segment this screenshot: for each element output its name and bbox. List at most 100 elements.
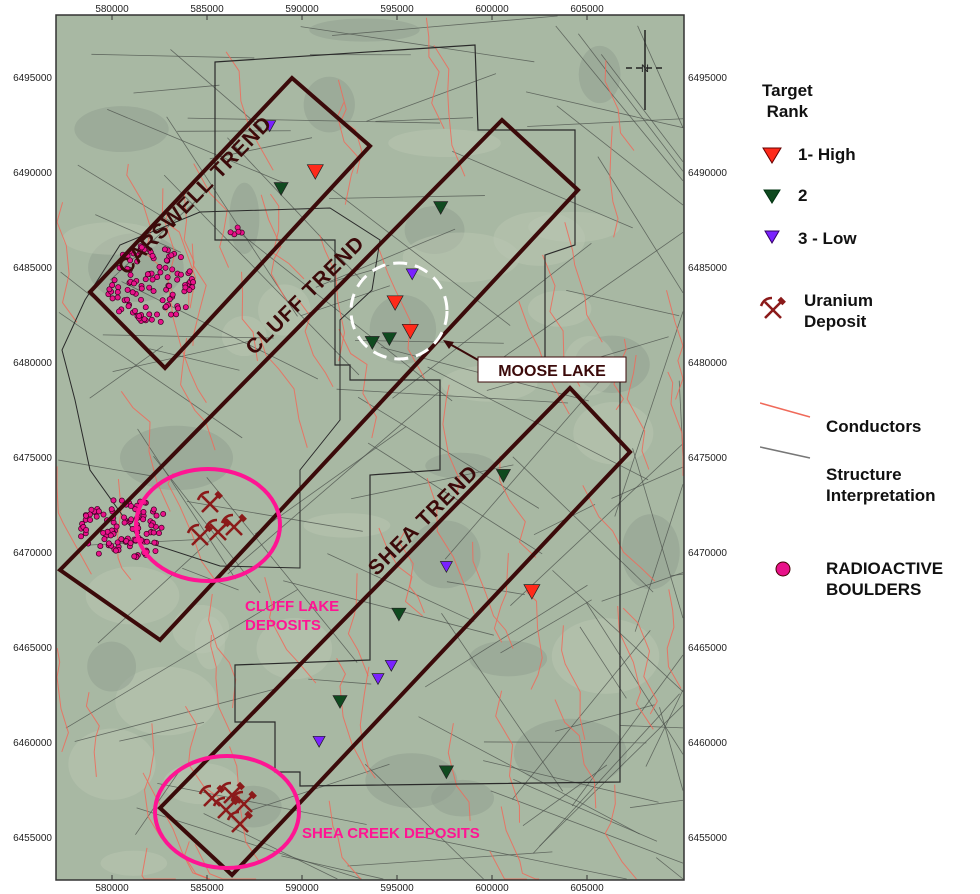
boulder-point [159, 297, 166, 304]
boulder-point [148, 316, 155, 323]
terrain-patch [87, 641, 137, 692]
boulder-point [164, 274, 171, 281]
boulder-point [141, 316, 148, 323]
structure-line [107, 109, 286, 184]
target-rank-3-marker [371, 673, 385, 686]
conductor-line [347, 573, 369, 677]
x-tick-label-top: 605000 [570, 4, 604, 15]
conductor-line [264, 577, 317, 684]
structure-line [58, 459, 152, 477]
conductor-line [378, 527, 423, 617]
conductor-line [126, 163, 161, 267]
conductor-line [426, 477, 475, 615]
shea-deposits-ring [153, 754, 301, 870]
structure-line [367, 442, 543, 555]
pointer-arrowhead-icon [443, 340, 454, 349]
boulder-point [138, 285, 145, 292]
carswell-outline [61, 207, 381, 569]
axis-ticks: 5800005800005850005850005900005900005950… [13, 4, 727, 894]
conductor-line [617, 605, 654, 730]
x-tick-label-top: 595000 [380, 4, 414, 15]
y-tick-label-right: 6485000 [688, 263, 727, 274]
structure-line [500, 599, 592, 654]
legend-structure: Structure Interpretation [826, 465, 936, 505]
structure-line [65, 589, 298, 729]
boulder-point [162, 264, 169, 271]
structure-line [527, 118, 684, 127]
structure-line [579, 626, 627, 699]
boulder-point [144, 271, 151, 278]
moose-lake-ring [349, 261, 449, 361]
boulder-point [107, 532, 114, 539]
structure-line [149, 348, 240, 371]
legend-title: Target Rank [762, 81, 813, 121]
conductor-line [626, 355, 650, 470]
boulder-point [175, 305, 181, 312]
structure-line [671, 573, 684, 577]
terrain-patch [469, 640, 548, 677]
structure-line [555, 25, 684, 182]
boulder-point [154, 311, 160, 318]
boulder-point [109, 295, 116, 302]
boulder-point [100, 511, 107, 518]
boulder-point [158, 524, 165, 531]
boulder-point [116, 264, 123, 271]
map-frame [55, 14, 685, 881]
structure-line [659, 707, 684, 791]
boulder-point [163, 257, 170, 264]
structure-line [375, 117, 473, 122]
structure-line [522, 764, 608, 827]
boulder-point [156, 263, 163, 270]
structure-line [177, 130, 291, 132]
x-tick-label-bottom: 585000 [190, 883, 224, 894]
structure-line [242, 235, 453, 402]
terrain-patch [85, 566, 180, 625]
terrain-patch [229, 182, 260, 254]
boulder-point [149, 252, 156, 259]
boulder-point [157, 318, 164, 325]
target-rank-2-marker [433, 201, 449, 215]
conductor-line [493, 553, 509, 643]
structure-line [539, 705, 684, 847]
target-rank-2-marker [381, 332, 397, 347]
terrain-patch [409, 520, 481, 589]
boulder-point [168, 252, 175, 259]
boulder-point [182, 304, 189, 311]
target-rank-2-marker [332, 695, 348, 709]
boulder-point [146, 284, 153, 291]
boulder-point [154, 274, 160, 281]
structure-line [392, 242, 592, 399]
terrain-patch [120, 425, 234, 491]
boulder-point [140, 509, 147, 515]
boulder-point [114, 539, 121, 546]
structure-line [611, 466, 684, 499]
rank1-triangle-icon [762, 147, 782, 164]
conductor-line [56, 466, 92, 575]
structure-line [330, 187, 511, 326]
y-tick-label-left: 6470000 [13, 548, 52, 559]
conductor-line [143, 723, 162, 839]
legend-rank1: 1- High [798, 145, 856, 164]
boulder-point [113, 523, 120, 530]
y-tick-label-left: 6485000 [13, 263, 52, 274]
terrain-patch [100, 850, 168, 876]
boulder-point [142, 276, 149, 283]
moose-lake-pointer [447, 342, 479, 361]
boulder-point [134, 258, 141, 265]
boulder-point [127, 540, 134, 547]
structure-line [283, 580, 494, 636]
boulder-point [144, 538, 150, 545]
target-rank-1-marker [401, 323, 419, 340]
boulder-point [182, 284, 189, 291]
y-tick-label-left: 6490000 [13, 168, 52, 179]
conductor-line [56, 202, 78, 323]
boulder-point [138, 244, 145, 251]
structure-line [483, 760, 659, 803]
structure-line [601, 572, 684, 602]
boulder-point [111, 277, 118, 284]
moose-lake-label-box [477, 356, 627, 383]
north-arrow-icon: N [626, 30, 664, 110]
structure-line [74, 688, 275, 742]
boulder-point [127, 257, 134, 264]
boulder-point [121, 519, 128, 526]
